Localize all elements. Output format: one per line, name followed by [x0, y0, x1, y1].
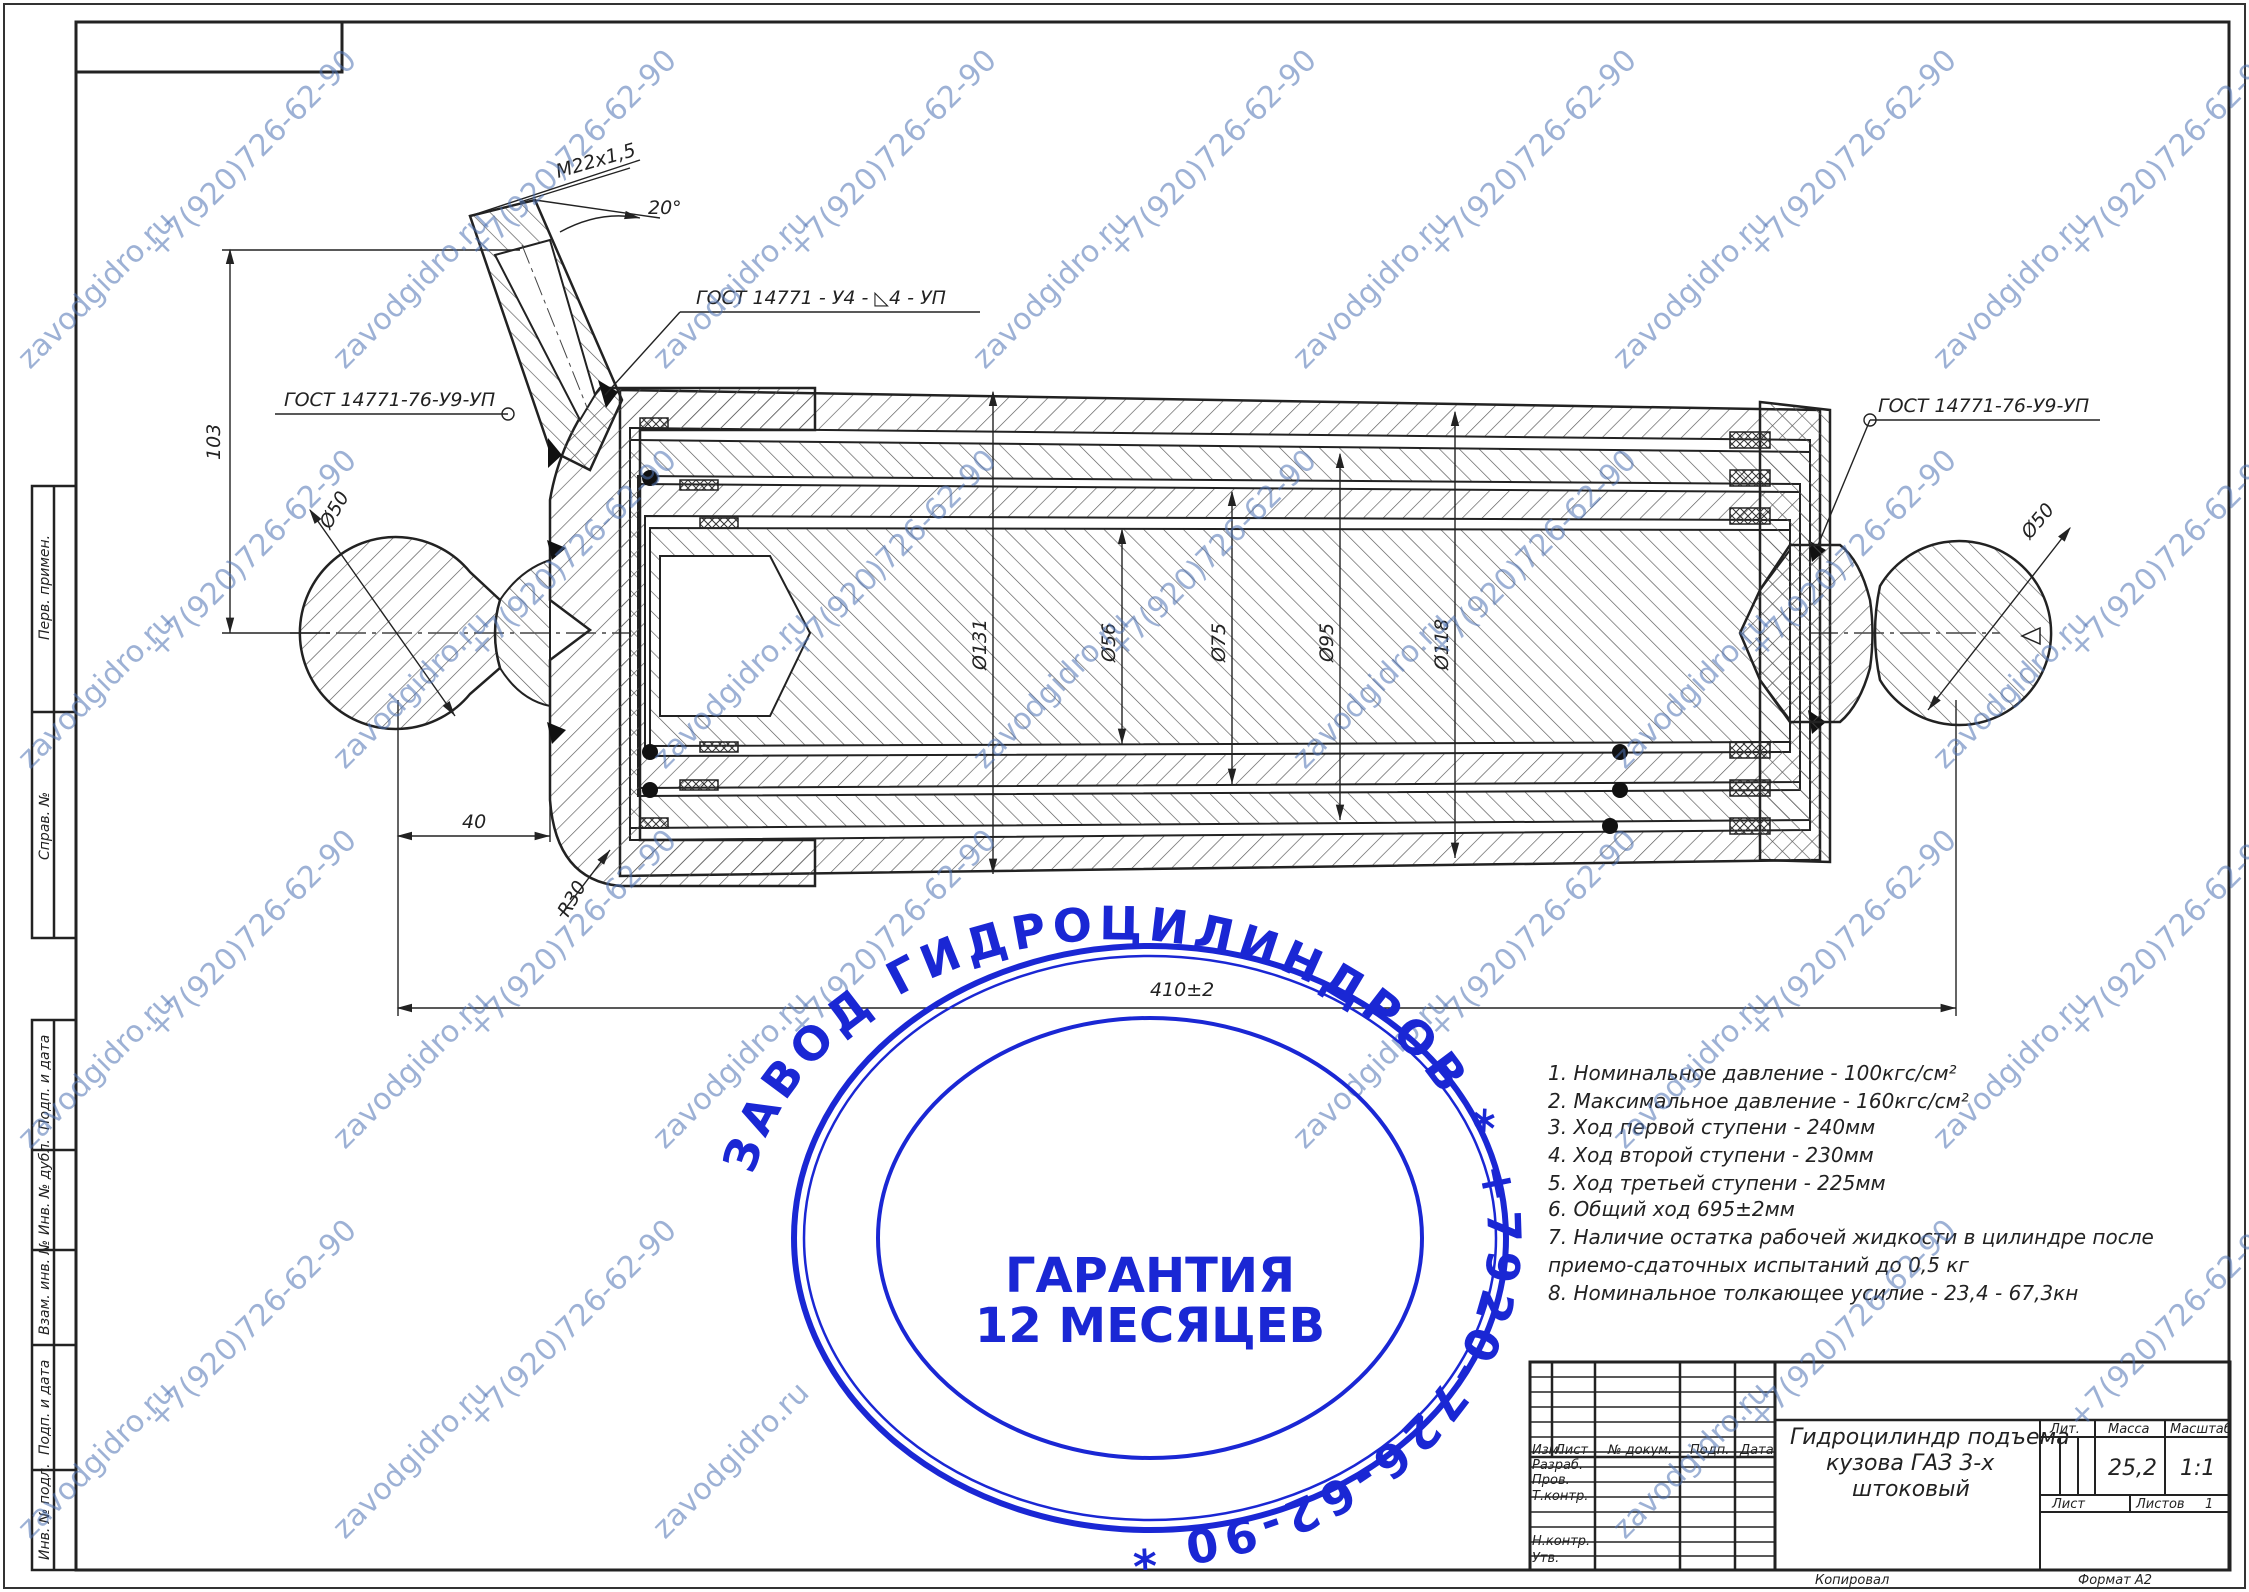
wm-phone-2: +7(920)726-62-90 [461, 43, 684, 266]
warranty-stamp: ЗАВОД ГИДРОЦИЛИНДРОВ * +7920-726-62-90 *… [712, 896, 1532, 1580]
wm-phone-20: +7(920)726-62-90 [2061, 823, 2249, 1046]
tb-sheets-label: Листов [2135, 1497, 2185, 1512]
side-label-perv: Перв. примен. [37, 535, 53, 640]
dia-56-label: Ø56 [1098, 623, 1120, 663]
dim-d50-right-label: Ø50 [2016, 499, 2059, 544]
wm-phone-7: +7(920)726-62-90 [2061, 43, 2249, 266]
note-7: 7. Наличие остатка рабочей жидкости в ци… [1548, 1225, 2154, 1249]
side-strip [30, 484, 78, 1572]
weld-top-label: ГОСТ 14771 - У4 - ◺4 - УП [696, 287, 946, 309]
tb-title-1: Гидроцилиндр подъема [1790, 1425, 2070, 1450]
tb-row-tkontr: Т.контр. [1532, 1489, 1588, 1504]
side-label-dubl: Инв. № дубл. [37, 1139, 53, 1235]
side-label-podp2: Подп. и дата [37, 1360, 53, 1455]
title-block [1528, 1360, 2232, 1572]
stamp-line-1: ГАРАНТИЯ [1005, 1248, 1295, 1304]
tb-format: Формат А2 [2078, 1573, 2152, 1588]
side-label-podp1: Подп. и дата [37, 1035, 53, 1130]
tb-col-date: Дата [1739, 1443, 1774, 1458]
side-label-sprav: Справ. № [37, 792, 53, 860]
wm-phone-1: +7(920)726-62-90 [141, 43, 364, 266]
dim-total-label: 410±2 [1150, 979, 1214, 1001]
tb-col-izm: Изм. [1532, 1443, 1563, 1458]
wm-site-23: zavodgidro.ru [646, 1375, 816, 1545]
tb-row-razrab: Разраб. [1532, 1458, 1583, 1473]
tb-mass-value: 25,2 [2108, 1456, 2157, 1481]
dimensions [222, 159, 2100, 1016]
tb-col-list: Лист [1554, 1443, 1588, 1458]
tb-sheets-value: 1 [2205, 1497, 2213, 1512]
tb-title-3: штоковый [1852, 1477, 1970, 1502]
stamp-outer-ring-2 [802, 954, 1498, 1522]
tb-row-utv: Утв. [1532, 1551, 1559, 1566]
tb-sheet-label: Лист [2051, 1497, 2085, 1512]
seals [639, 417, 1771, 835]
wm-phone-15: +7(920)726-62-90 [141, 823, 364, 1046]
stamp-inner-ring [876, 1016, 1424, 1460]
stamp-outer-ring [791, 943, 1509, 1533]
note-6: 6. Общий ход 695±2мм [1548, 1197, 1795, 1221]
note-2: 2. Максимальное давление - 160кгс/см² [1548, 1089, 1969, 1113]
rod-bore [659, 555, 812, 717]
technical-notes: 1. Номинальное давление - 100кгс/см² 2. … [1548, 1061, 2154, 1305]
dia-75-label: Ø75 [1208, 623, 1230, 663]
tb-scale-value: 1:1 [2180, 1456, 2215, 1481]
wm-phone-6: +7(920)726-62-90 [1741, 43, 1964, 266]
wm-phone-21: +7(920)726-62-90 [141, 1213, 364, 1436]
tb-mass-label: Масса [2108, 1422, 2149, 1437]
wm-phone-5: +7(920)726-62-90 [1421, 43, 1644, 266]
tb-col-doc: № докум. [1607, 1443, 1672, 1458]
top-left-box [74, 20, 344, 74]
note-4: 4. Ход второй ступени - 230мм [1548, 1143, 1874, 1167]
tb-scale-label: Масштаб [2170, 1422, 2232, 1437]
note-8: 8. Номинальное толкающее усилие - 23,4 -… [1548, 1281, 2078, 1305]
dia-118-label: Ø118 [1431, 619, 1453, 671]
note-3: 3. Ход первой ступени - 240мм [1548, 1115, 1875, 1139]
note-7b: приемо-сдаточных испытаний до 0,5 кг [1548, 1253, 1969, 1277]
wm-phone-14: +7(920)726-62-90 [2061, 443, 2249, 666]
wm-phone-3: +7(920)726-62-90 [781, 43, 1004, 266]
stamp-ring-text: ЗАВОД ГИДРОЦИЛИНДРОВ * +7920-726-62-90 * [712, 896, 1532, 1580]
tb-copied: Копировал [1815, 1573, 1889, 1588]
dia-95-label: Ø95 [1316, 623, 1338, 663]
dim-103-label: 103 [203, 424, 225, 460]
outer-frame [3, 3, 2246, 1589]
wm-phone-22: +7(920)726-62-90 [461, 1213, 684, 1436]
dia-131-label: Ø131 [969, 619, 991, 671]
stamp-line-2: 12 МЕСЯЦЕВ [975, 1298, 1325, 1354]
angle-label: 20° [648, 197, 682, 219]
tb-lit-label: Лит. [2049, 1422, 2080, 1437]
tb-title-2: кузова ГАЗ 3-х [1826, 1451, 1995, 1476]
weld-right-label: ГОСТ 14771-76-У9-УП [1878, 395, 2089, 417]
dim-40-label: 40 [462, 811, 486, 833]
cylinder-assembly [290, 198, 2053, 888]
tb-col-sign: Подп. [1690, 1443, 1729, 1458]
side-label-vzam: Взам. инв. № [37, 1240, 53, 1335]
tb-row-prov: Пров. [1532, 1473, 1570, 1488]
note-5: 5. Ход третьей ступени - 225мм [1548, 1171, 1886, 1195]
o-rings [642, 470, 1628, 834]
side-label-podl: Инв. № подл. [37, 1463, 53, 1560]
right-neck [1738, 543, 1874, 724]
weld-left-label: ГОСТ 14771-76-У9-УП [284, 389, 495, 411]
note-1: 1. Номинальное давление - 100кгс/см² [1548, 1061, 1957, 1085]
wm-phone-4: +7(920)726-62-90 [1101, 43, 1324, 266]
tb-row-nkontr: Н.контр. [1532, 1534, 1590, 1549]
